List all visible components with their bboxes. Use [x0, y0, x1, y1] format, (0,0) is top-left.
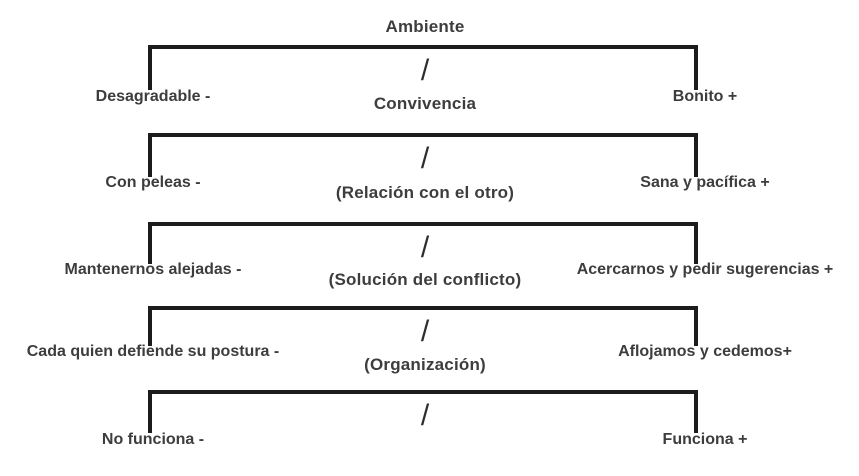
- positive-pole-label: Bonito +: [672, 88, 738, 105]
- negative-pole-label: Cada quien defiende su postura -: [26, 343, 280, 360]
- negative-pole-label: Desagradable -: [95, 88, 211, 105]
- scale-title-convivencia: Convivencia: [373, 94, 477, 113]
- negative-pole-label: Mantenernos alejadas -: [64, 261, 242, 278]
- scale-bracket-organizacion: [148, 390, 698, 433]
- positive-pole-label: Aflojamos y cedemos+: [618, 343, 792, 360]
- positive-pole-label: Funciona +: [662, 431, 748, 448]
- positive-pole-label: Sana y pacífica +: [640, 174, 770, 191]
- slash-mark: /: [420, 231, 430, 264]
- scale-title-ambiente: Ambiente: [385, 17, 465, 36]
- scale-title-organizacion: (Organización): [364, 355, 486, 374]
- scale-bracket-solucion: [148, 306, 698, 346]
- slash-mark: /: [420, 142, 430, 175]
- scale-title-solucion: (Solución del conflicto): [328, 270, 522, 289]
- scale-title-relacion: (Relación con el otro): [335, 183, 515, 202]
- scale-bracket-convivencia: [148, 133, 698, 177]
- slash-mark: /: [420, 315, 430, 348]
- slash-mark: /: [420, 399, 430, 432]
- positive-pole-label: Acercarnos y pedir sugerencias +: [576, 261, 834, 278]
- slash-mark: /: [420, 54, 430, 87]
- negative-pole-label: Con peleas -: [105, 174, 201, 191]
- scale-bracket-ambiente: [148, 45, 698, 90]
- scale-bracket-relacion: [148, 222, 698, 264]
- negative-pole-label: No funciona -: [101, 431, 205, 448]
